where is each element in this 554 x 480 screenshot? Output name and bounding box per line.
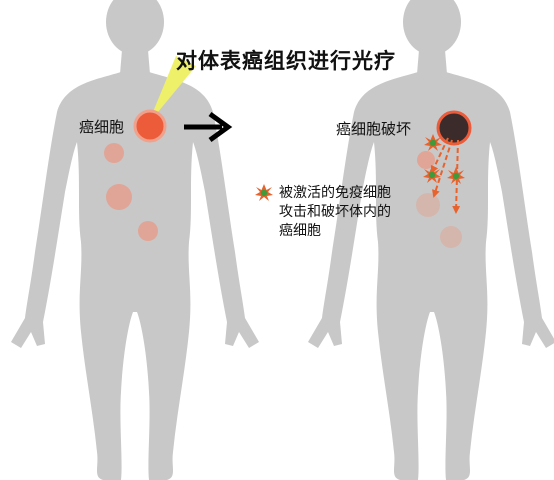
destroyed-tumor [436, 110, 472, 146]
primary-tumor [133, 109, 167, 143]
diagram-title: 对体表癌组织进行光疗 [176, 49, 396, 73]
metastasis-3 [138, 221, 158, 241]
metastasis-1 [104, 143, 124, 163]
metastasis-right-2 [416, 193, 440, 217]
legend-line-1: 被激活的免疫细胞 [279, 185, 391, 201]
legend-line-2: 攻击和破坏体内的 [279, 204, 391, 220]
cancer-cell-label: 癌细胞 [79, 118, 125, 136]
light-beam [148, 56, 196, 124]
legend-line-3: 癌细胞 [279, 223, 321, 239]
transition-arrow [184, 111, 233, 143]
metastasis-right-1 [417, 151, 435, 169]
metastasis-right-3 [440, 226, 462, 248]
cancer-cell-destroyed-label: 癌细胞破坏 [336, 120, 412, 138]
immune-cell-2 [423, 166, 441, 183]
activated-immune-cell-icon [255, 184, 273, 201]
metastasis-2 [106, 184, 132, 210]
immune-cell-1 [424, 134, 442, 151]
immune-cell-legend: 被激活的免疫细胞 攻击和破坏体内的 癌细胞 [279, 184, 391, 241]
immune-cell-3 [447, 167, 465, 184]
